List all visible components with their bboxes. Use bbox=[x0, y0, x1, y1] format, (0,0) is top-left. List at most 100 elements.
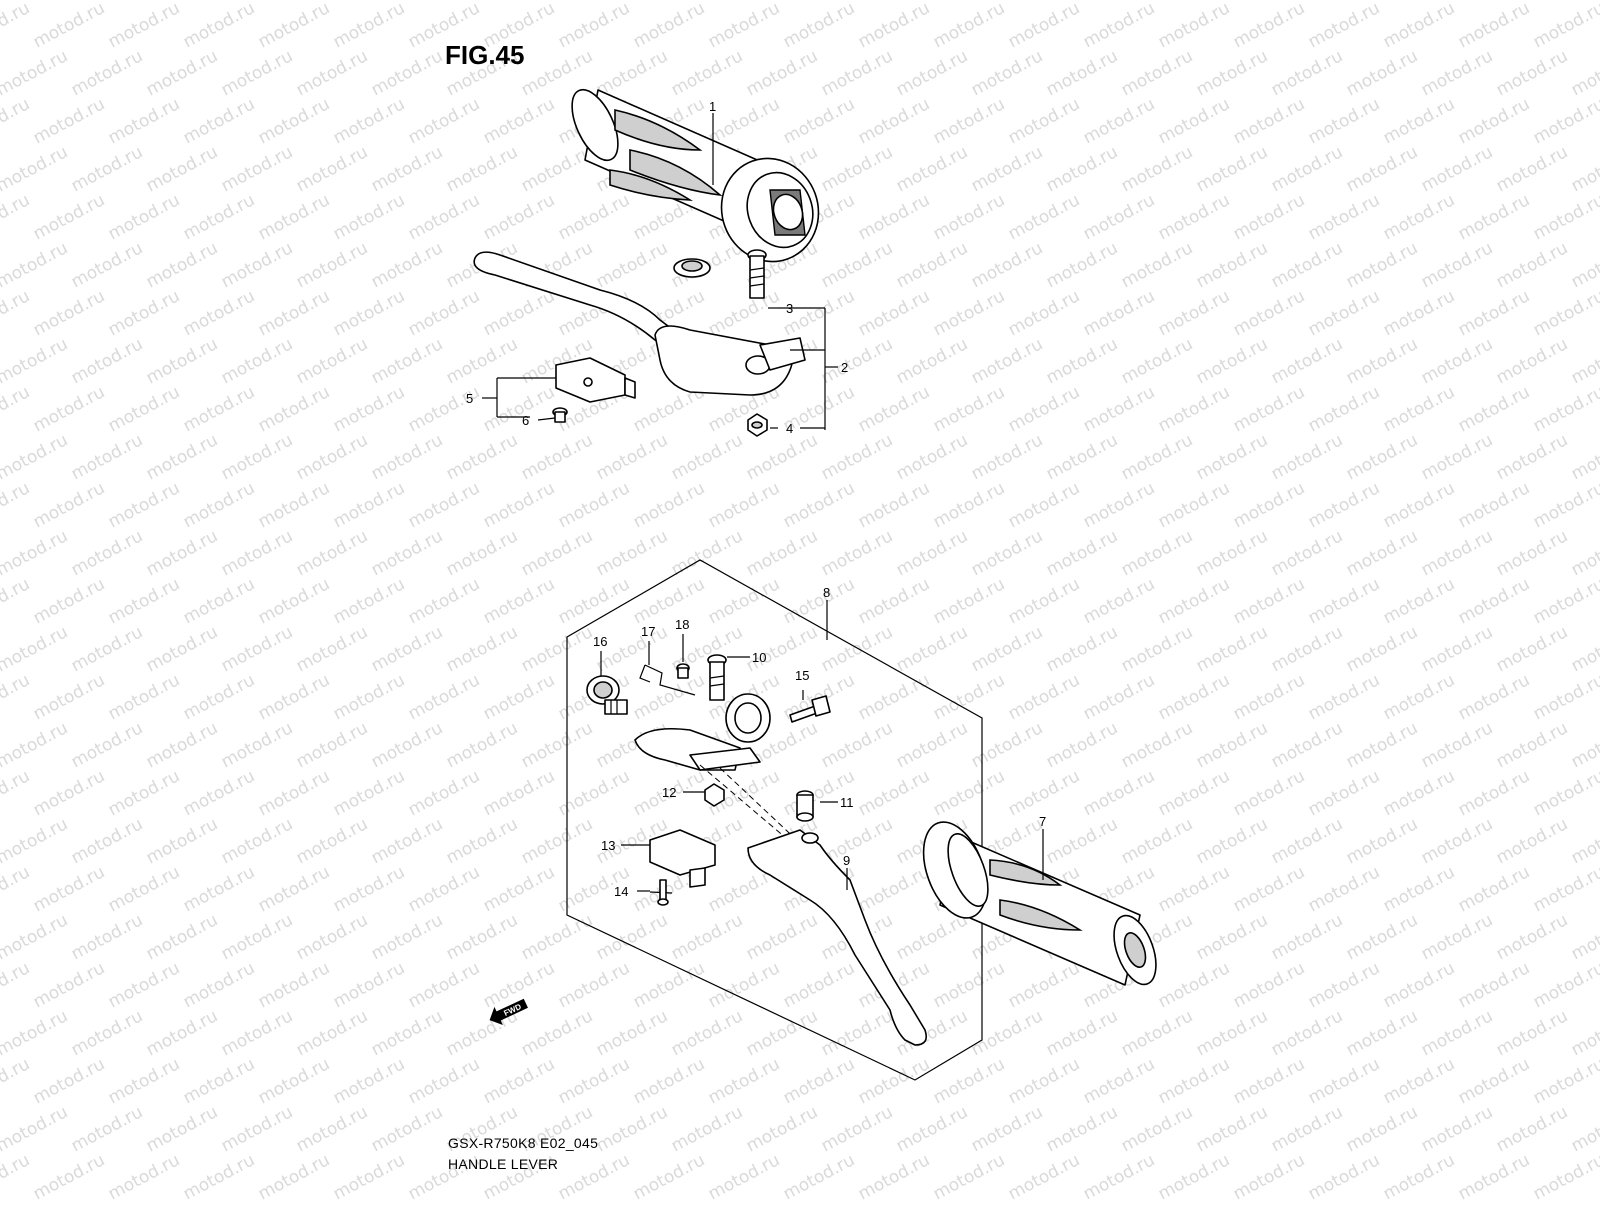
watermark-text: motod.ru bbox=[705, 286, 783, 340]
watermark-text: motod.ru bbox=[0, 1054, 33, 1108]
watermark-text: motod.ru bbox=[818, 526, 896, 580]
part-6-screw[interactable] bbox=[552, 407, 568, 423]
watermark-text: motod.ru bbox=[105, 1054, 183, 1108]
watermark-text: motod.ru bbox=[1530, 190, 1600, 244]
watermark-text: motod.ru bbox=[68, 142, 146, 196]
watermark-text: motod.ru bbox=[1005, 286, 1083, 340]
watermark-text: motod.ru bbox=[593, 0, 671, 4]
watermark-text: motod.ru bbox=[1005, 0, 1083, 52]
watermark-text: motod.ru bbox=[1493, 1006, 1571, 1060]
watermark-text: motod.ru bbox=[68, 622, 146, 676]
watermark-text: motod.ru bbox=[518, 718, 596, 772]
watermark-text: motod.ru bbox=[1080, 478, 1158, 532]
watermark-text: motod.ru bbox=[1155, 670, 1233, 724]
watermark-text: motod.ru bbox=[968, 526, 1046, 580]
watermark-text: motod.ru bbox=[1193, 46, 1271, 100]
watermark-text: motod.ru bbox=[218, 142, 296, 196]
watermark-text: motod.ru bbox=[1455, 574, 1533, 628]
part-1-throttle-grip[interactable] bbox=[563, 83, 833, 275]
part-16-adjuster[interactable] bbox=[586, 675, 628, 715]
watermark-text: motod.ru bbox=[218, 430, 296, 484]
callout-8: 8 bbox=[823, 585, 830, 600]
watermark-text: motod.ru bbox=[1305, 670, 1383, 724]
watermark-text: motod.ru bbox=[1193, 910, 1271, 964]
part-8-clutch-lever-assembly[interactable] bbox=[566, 559, 983, 1081]
watermark-text: motod.ru bbox=[143, 814, 221, 868]
watermark-text: motod.ru bbox=[1305, 862, 1383, 916]
watermark-text: motod.ru bbox=[218, 718, 296, 772]
watermark-text: motod.ru bbox=[293, 718, 371, 772]
watermark-text: motod.ru bbox=[1118, 0, 1196, 4]
part-9-clutch-lever[interactable] bbox=[747, 829, 928, 1046]
part-2-brake-lever[interactable] bbox=[473, 251, 806, 396]
watermark-text: motod.ru bbox=[1493, 910, 1571, 964]
watermark-text: motod.ru bbox=[968, 1102, 1046, 1156]
watermark-text: motod.ru bbox=[1493, 814, 1571, 868]
watermark-text: motod.ru bbox=[1418, 0, 1496, 4]
watermark-text: motod.ru bbox=[218, 238, 296, 292]
watermark-text: motod.ru bbox=[1043, 718, 1121, 772]
watermark-text: motod.ru bbox=[593, 238, 671, 292]
watermark-text: motod.ru bbox=[1493, 142, 1571, 196]
part-3-pivot-bolt[interactable] bbox=[747, 249, 767, 299]
part-14-screw[interactable] bbox=[649, 879, 673, 906]
part-12-nut[interactable] bbox=[704, 783, 725, 807]
watermark-text: motod.ru bbox=[1418, 238, 1496, 292]
watermark-text: motod.ru bbox=[480, 190, 558, 244]
watermark-text: motod.ru bbox=[68, 0, 146, 4]
watermark-text: motod.ru bbox=[968, 622, 1046, 676]
part-17-spring-clip[interactable] bbox=[639, 664, 696, 696]
watermark-text: motod.ru bbox=[293, 334, 371, 388]
part-13-clutch-switch[interactable] bbox=[649, 829, 716, 888]
watermark-text: motod.ru bbox=[1230, 766, 1308, 820]
watermark-text: motod.ru bbox=[968, 430, 1046, 484]
watermark-text: motod.ru bbox=[368, 910, 446, 964]
watermark-text: motod.ru bbox=[368, 718, 446, 772]
watermark-text: motod.ru bbox=[368, 0, 446, 4]
part-15-bolt[interactable] bbox=[789, 695, 831, 723]
watermark-text: motod.ru bbox=[1230, 862, 1308, 916]
watermark-text: motod.ru bbox=[368, 622, 446, 676]
callout-4: 4 bbox=[786, 421, 793, 436]
watermark-text: motod.ru bbox=[593, 430, 671, 484]
watermark-text: motod.ru bbox=[255, 670, 333, 724]
part-5-brake-switch[interactable] bbox=[555, 357, 636, 403]
watermark-text: motod.ru bbox=[0, 334, 71, 388]
part-11-collar[interactable] bbox=[796, 790, 814, 822]
watermark-text: motod.ru bbox=[1343, 910, 1421, 964]
watermark-text: motod.ru bbox=[1568, 334, 1600, 388]
watermark-text: motod.ru bbox=[743, 0, 821, 4]
watermark-text: motod.ru bbox=[218, 0, 296, 4]
watermark-text: motod.ru bbox=[0, 478, 33, 532]
watermark-text: motod.ru bbox=[293, 46, 371, 100]
model-code: GSX-R750K8 E02_045 bbox=[448, 1135, 599, 1151]
watermark-text: motod.ru bbox=[1230, 1150, 1308, 1200]
watermark-text: motod.ru bbox=[780, 1150, 858, 1200]
watermark-text: motod.ru bbox=[1043, 430, 1121, 484]
figure-name: HANDLE LEVER bbox=[448, 1156, 559, 1172]
watermark-text: motod.ru bbox=[1380, 1150, 1458, 1200]
watermark-text: motod.ru bbox=[1380, 286, 1458, 340]
part-4-nut[interactable] bbox=[747, 413, 768, 437]
watermark-text: motod.ru bbox=[518, 1006, 596, 1060]
watermark-text: motod.ru bbox=[1230, 1054, 1308, 1108]
part-10-pivot-bolt[interactable] bbox=[707, 654, 727, 701]
watermark-text: motod.ru bbox=[1305, 1054, 1383, 1108]
watermark-text: motod.ru bbox=[30, 0, 108, 52]
watermark-text: motod.ru bbox=[1568, 910, 1600, 964]
watermark-text: motod.ru bbox=[143, 334, 221, 388]
watermark-text: motod.ru bbox=[855, 574, 933, 628]
watermark-text: motod.ru bbox=[105, 478, 183, 532]
part-18-screw[interactable] bbox=[676, 663, 690, 679]
watermark-text: motod.ru bbox=[68, 1102, 146, 1156]
part-7-handlebar-grip[interactable] bbox=[912, 813, 1165, 990]
watermark-text: motod.ru bbox=[743, 46, 821, 100]
watermark-text: motod.ru bbox=[968, 238, 1046, 292]
watermark-text: motod.ru bbox=[105, 190, 183, 244]
watermark-text: motod.ru bbox=[1193, 718, 1271, 772]
watermark-text: motod.ru bbox=[1193, 334, 1271, 388]
watermark-text: motod.ru bbox=[1155, 0, 1233, 52]
watermark-text: motod.ru bbox=[293, 910, 371, 964]
watermark-text: motod.ru bbox=[480, 286, 558, 340]
watermark-text: motod.ru bbox=[1268, 910, 1346, 964]
